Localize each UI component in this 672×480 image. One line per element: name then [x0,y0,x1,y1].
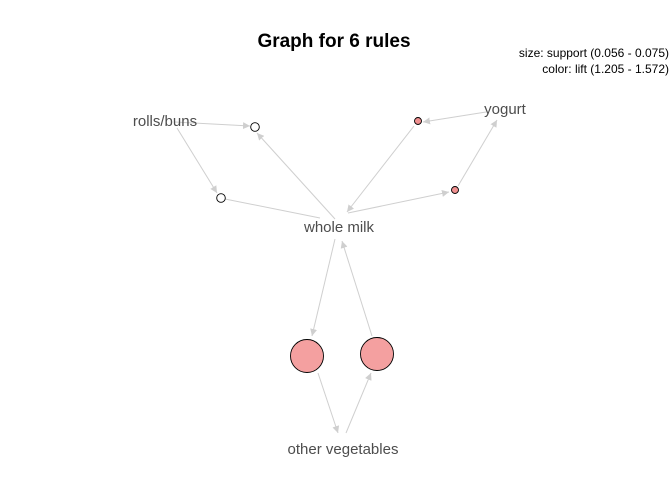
rule-node-1 [250,122,260,132]
edge-rule4-to-yogurt [457,119,498,187]
edge-wholemilk-to-rule5 [310,238,336,337]
rule-node-6 [360,337,394,371]
legend-size: size: support (0.056 - 0.075) [519,46,669,60]
rule-node-4 [451,186,459,194]
edge-rule5-to-othervegetables [317,372,340,434]
edge-rule3-to-wholemilk [346,125,415,213]
item-label-other-vegetables: other vegetables [288,441,399,458]
item-label-rolls-buns: rolls/buns [133,113,197,130]
edge-rule2-to-wholemilk [224,198,321,219]
rule-node-2 [216,193,226,203]
edge-othervegetables-to-rule6 [345,372,372,434]
edge-yogurt-to-rule3 [422,111,487,125]
rule-node-3 [414,117,422,125]
edge-rollsbuns-to-rule2 [176,127,218,194]
edge-rule6-to-wholemilk [340,240,373,337]
edge-wholemilk-to-rule4 [347,189,450,214]
item-label-yogurt: yogurt [484,101,527,118]
graph-title: Graph for 6 rules [257,31,410,52]
edges [174,111,498,434]
legend-color: color: lift (1.205 - 1.572) [542,62,669,76]
rule-node-5 [290,339,324,373]
edge-rollsbuns-to-rule1 [174,121,251,130]
item-label-whole-milk: whole milk [303,219,375,236]
rule-nodes [216,117,459,373]
edge-rule1-to-wholemilk [256,132,336,220]
